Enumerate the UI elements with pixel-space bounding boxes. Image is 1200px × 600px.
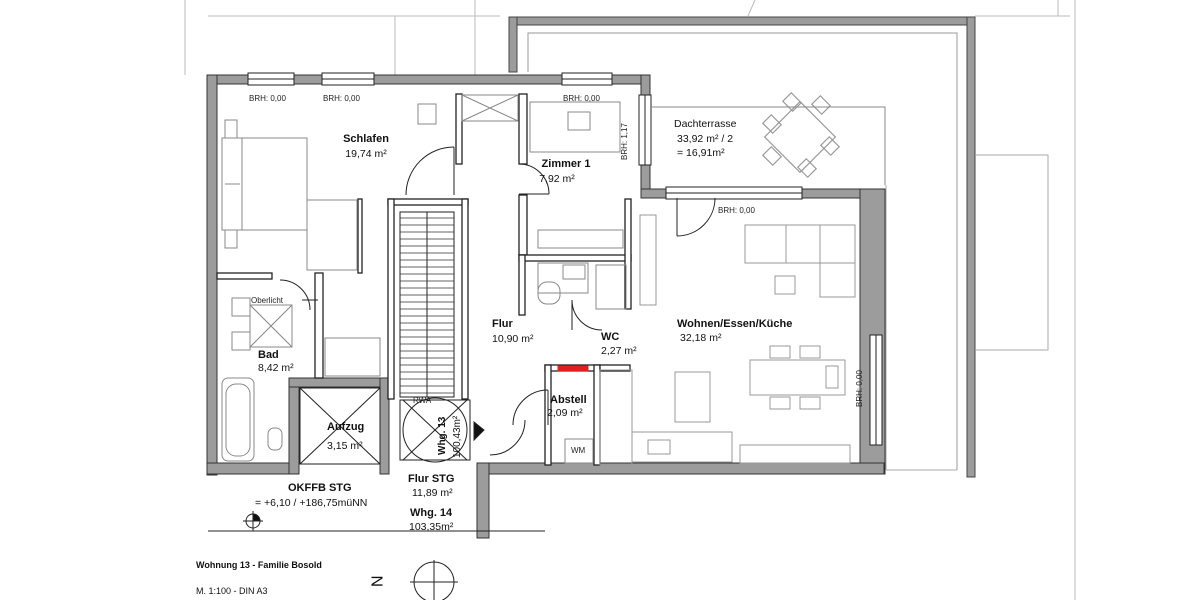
terrace-parapet bbox=[508, 16, 976, 478]
oberlicht-label: Oberlicht bbox=[251, 296, 284, 305]
bath-fixtures bbox=[221, 297, 381, 462]
scale-label: M. 1:100 - DIN A3 bbox=[196, 586, 268, 596]
terrace-table bbox=[761, 91, 841, 179]
room-name-dachterrasse: Dachterrasse bbox=[674, 118, 737, 130]
door-swings bbox=[279, 146, 716, 456]
okffb-value: = +6,10 / +186,75müNN bbox=[255, 497, 368, 509]
room-area-abstell: 2,09 m² bbox=[547, 407, 583, 419]
stair-steps bbox=[400, 217, 454, 394]
whg13-label: Whg. 13 bbox=[437, 416, 448, 455]
level-marker bbox=[208, 511, 545, 532]
storage-fixtures bbox=[557, 365, 594, 464]
brh-label: BRH: 0,00 bbox=[249, 94, 286, 103]
terrace-inner-line bbox=[527, 32, 958, 470]
brh-label: BRH: 0,00 bbox=[323, 94, 360, 103]
room-name-wc: WC bbox=[601, 331, 620, 343]
living-furniture bbox=[599, 214, 856, 466]
rwa-label: RWA bbox=[413, 396, 432, 405]
wc-fixtures bbox=[537, 262, 627, 310]
brh-label: BRH: 0,00 bbox=[718, 206, 755, 215]
brh-label: BRH: 0,00 bbox=[563, 94, 600, 103]
room-area-dachterrasse: 33,92 m² / 2 bbox=[677, 133, 734, 145]
north-arrow-icon bbox=[410, 560, 458, 600]
context-lines bbox=[184, 0, 1076, 600]
windows bbox=[247, 72, 883, 446]
elevator bbox=[299, 387, 381, 465]
room-name-flur: Flur bbox=[492, 318, 513, 330]
room-name-aufzug: Aufzug bbox=[327, 421, 365, 433]
brh-label: BRH: 0,00 bbox=[855, 370, 864, 407]
apartment-title: Wohnung 13 - Familie Bosold bbox=[196, 560, 322, 570]
room-area-bad: 8,42 m² bbox=[258, 362, 294, 374]
whg13-area: 100,43m² bbox=[452, 415, 463, 458]
room-name-flur-stg: Flur STG bbox=[408, 473, 455, 485]
whg14-area: 103,35m² bbox=[409, 521, 454, 533]
room-name-schlafen: Schlafen bbox=[343, 133, 389, 145]
room-area-zimmer1: 7,92 m² bbox=[539, 173, 575, 185]
room-name-wohnen: Wohnen/Essen/Küche bbox=[677, 318, 793, 330]
neighbor-building bbox=[885, 154, 1049, 471]
okffb-title: OKFFB STG bbox=[288, 482, 352, 494]
room-area-aufzug: 3,15 m² bbox=[327, 440, 363, 452]
bedroom-furniture bbox=[221, 103, 437, 271]
rwa-marker bbox=[399, 397, 485, 463]
room-area2-dachterrasse: = 16,91m² bbox=[677, 147, 725, 159]
wm-label: WM bbox=[571, 446, 586, 455]
room1-furniture bbox=[461, 94, 624, 249]
room-area-wc: 2,27 m² bbox=[601, 345, 637, 357]
room-area-flur: 10,90 m² bbox=[492, 333, 534, 345]
room-area-wohnen: 32,18 m² bbox=[680, 332, 722, 344]
room-name-zimmer1: Zimmer 1 bbox=[541, 158, 591, 170]
room-area-schlafen: 19,74 m² bbox=[345, 148, 387, 160]
brh-label: BRH: 1,17 bbox=[620, 123, 629, 160]
room-name-abstell: Abstell bbox=[550, 394, 587, 406]
north-label: N bbox=[369, 575, 387, 587]
terrace-outline bbox=[650, 106, 886, 185]
staircase bbox=[399, 211, 455, 398]
room-name-bad: Bad bbox=[258, 349, 279, 361]
room-area-flur-stg: 11,89 m² bbox=[412, 487, 453, 499]
whg14-label: Whg. 14 bbox=[410, 507, 453, 519]
exterior-walls bbox=[206, 74, 886, 539]
